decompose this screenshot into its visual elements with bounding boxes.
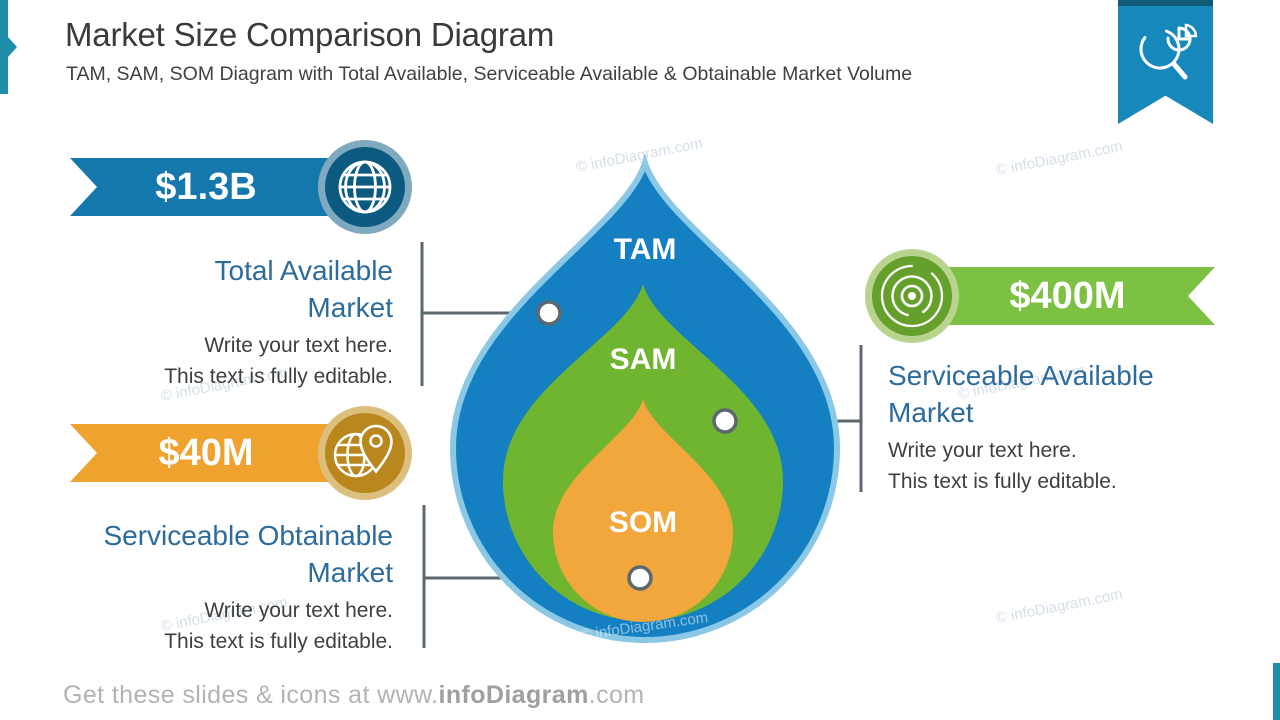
footer-text: Get these slides & icons at www.infoDiag… [63, 681, 645, 710]
sam-ribbon-shape [935, 267, 1215, 325]
footer-brand: infoDiagram [438, 681, 589, 709]
sam-body-line2: This text is fully editable. [888, 470, 1117, 493]
tam-ribbon-shape [70, 158, 362, 216]
tam-heading: Total Available Market [214, 255, 394, 323]
som-badge [318, 406, 412, 500]
som-drop-shape [553, 399, 733, 622]
sam-body-line1: Write your text here. [888, 439, 1077, 462]
tam-body-line2: This text is fully editable. [164, 365, 393, 388]
footer-suffix: .com [588, 681, 645, 709]
tam-body: Write your text here. This text is fully… [63, 330, 393, 392]
globe-pin-icon [333, 424, 393, 478]
sam-heading: Serviceable Available Market [888, 360, 1154, 428]
tam-drop-label: TAM [613, 233, 677, 266]
bottom-right-accent-bar [1273, 663, 1280, 720]
som-ribbon-shape [70, 424, 362, 482]
left-edge-accent-arrow-icon [8, 37, 17, 57]
som-value-label: $40M [158, 432, 254, 474]
tam-badge [318, 140, 412, 234]
sam-drop-label: SAM [609, 343, 677, 376]
footer-prefix: Get these slides & icons at www. [63, 681, 439, 709]
som-body-line1: Write your text here. [204, 599, 393, 622]
sam-value-label: $400M [1009, 275, 1126, 317]
connector-markers [536, 300, 738, 591]
page-title: Market Size Comparison Diagram [65, 16, 555, 53]
som-body-line2: This text is fully editable. [164, 630, 393, 653]
sam-body: Write your text here. This text is fully… [888, 435, 1233, 497]
target-icon [880, 264, 944, 328]
som-heading: Serviceable Obtainable Market [103, 520, 393, 588]
tam-text-block: Total Available Market Write your text h… [63, 252, 393, 392]
page-subtitle: TAM, SAM, SOM Diagram with Total Availab… [66, 63, 913, 85]
magnifier-pie-chart-icon [1139, 23, 1198, 80]
tam-body-line1: Write your text here. [204, 334, 393, 357]
bookmark-top-strip [1118, 0, 1213, 6]
sam-badge [865, 249, 959, 343]
globe-icon [338, 160, 392, 214]
som-text-block: Serviceable Obtainable Market Write your… [63, 517, 393, 657]
tam-value-label: $1.3B [155, 166, 257, 208]
bookmark-ribbon [1118, 0, 1213, 124]
sam-text-block: Serviceable Available Market Write your … [888, 357, 1233, 497]
som-drop-label: SOM [608, 506, 678, 539]
som-body: Write your text here. This text is fully… [63, 595, 393, 657]
left-edge-accent-bar [0, 0, 8, 94]
